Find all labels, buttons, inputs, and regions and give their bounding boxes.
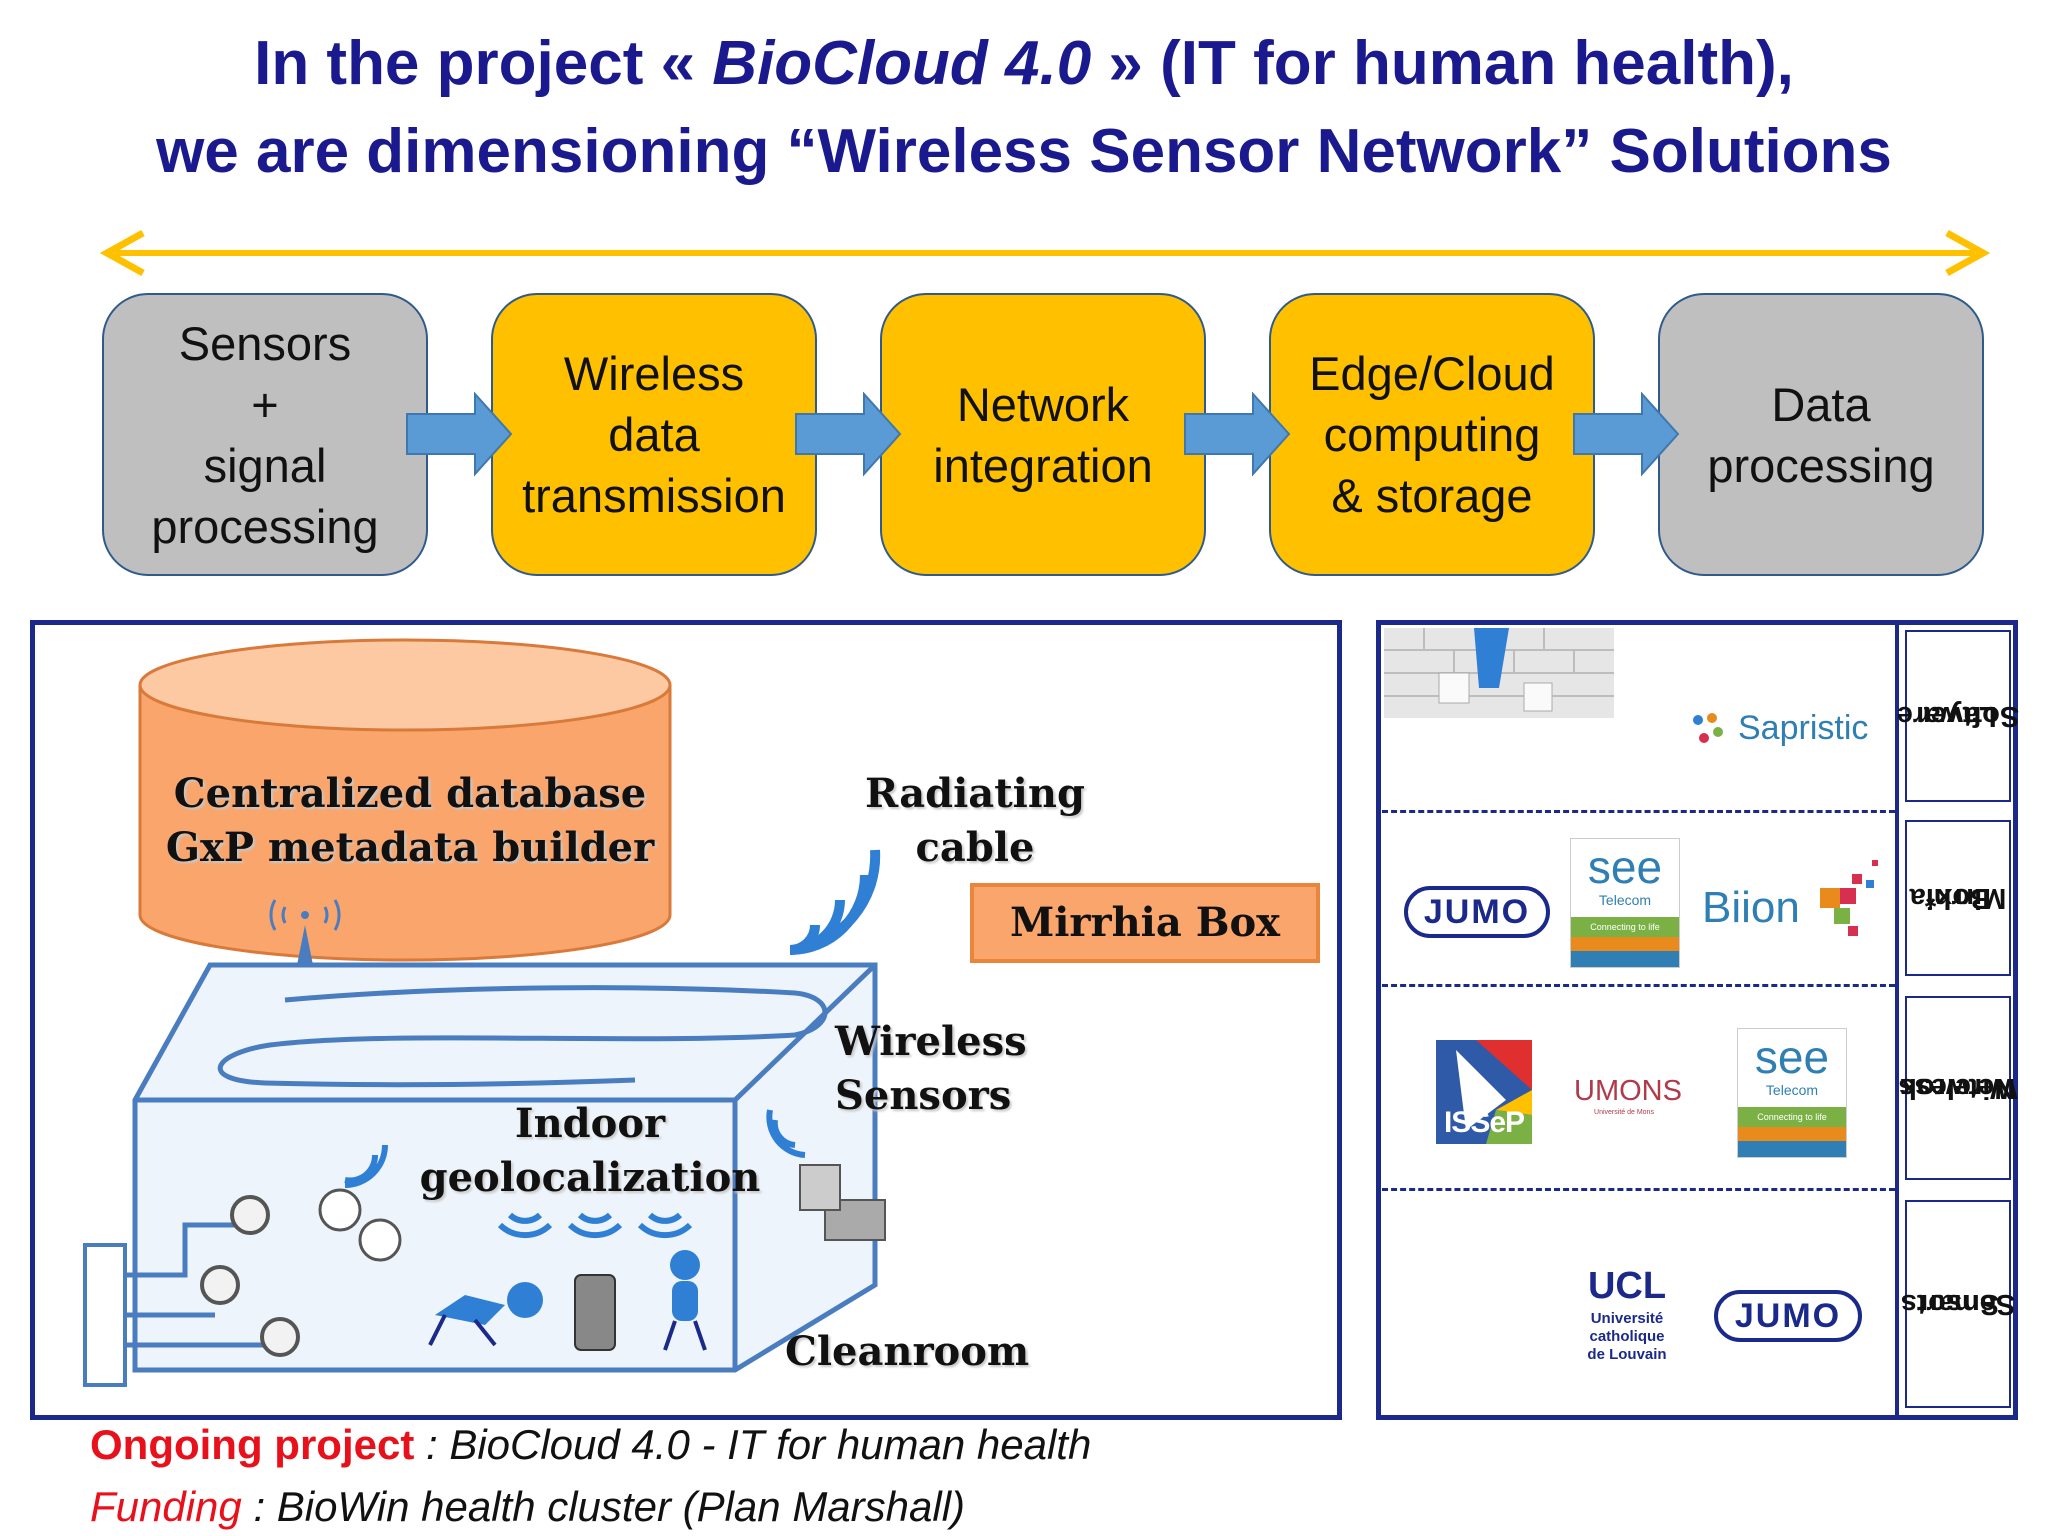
cleanroom-label: Cleanroom (785, 1328, 1030, 1375)
stage-edge-cloud: Edge/Cloud computing & storage (1269, 293, 1595, 576)
see-logo-tag: Connecting to life (1738, 1107, 1846, 1127)
stage-data-processing: Data processing (1658, 293, 1984, 576)
sapristic-logo: Sapristic (1738, 709, 1869, 747)
see-logo-text: see (1587, 841, 1663, 893)
layer-tab-text: Box* (1924, 882, 1992, 914)
umons-logo-sub: Université de Mons (1594, 1109, 1654, 1116)
indoor-geolocalization-label-line1: Indoor (514, 1100, 666, 1147)
ucl-logo-line: catholique (1589, 1328, 1665, 1345)
stage-text: + (251, 377, 279, 431)
wireless-sensors-label-line1: Wireless (835, 1018, 1027, 1065)
indoor-geolocalization-label-line2: geolocalization (419, 1154, 761, 1201)
stage-text: transmission (522, 469, 786, 522)
layer-separator (1382, 1188, 1895, 1191)
issep-logo-graphic (1456, 1040, 1532, 1144)
see-logo-stripe (1571, 951, 1679, 967)
see-logo-stripe (1738, 1127, 1846, 1141)
stage-wireless-transmission: Wireless data transmission (491, 293, 817, 576)
footer-ongoing-project: Ongoing project : BioCloud 4.0 - IT for … (90, 1420, 1091, 1470)
database-label-line1: Centralized database (173, 770, 647, 817)
jumo-logo: JUMO (1714, 1290, 1862, 1342)
see-telecom-logo: see Telecom Connecting to life (1737, 1028, 1847, 1158)
database-label-line2: GxP metadata builder (165, 824, 655, 871)
stage-text: Data (1771, 377, 1871, 431)
chain-arrow-icon (1184, 392, 1291, 477)
stage-network-integration: Network integration (880, 293, 1206, 576)
radiating-cable-label-line2: cable (915, 824, 1035, 871)
see-logo-tag: Connecting to life (1571, 917, 1679, 937)
stage-text: processing (151, 499, 379, 553)
title-line-1: In the project « BioCloud 4.0 » (IT for … (0, 20, 2048, 108)
see-logo-text: see (1754, 1031, 1830, 1083)
biion-logo-icon (1820, 860, 1878, 936)
issep-logo-text: ISSeP (1443, 1106, 1525, 1139)
cleanroom-illustration (83, 638, 886, 1387)
see-logo-stripe (1571, 937, 1679, 951)
jumo-logo: JUMO (1404, 886, 1550, 938)
stage-text: signal (203, 438, 327, 492)
chain-arrow-icon (1573, 392, 1680, 477)
layer-tab-text: Layer (1919, 700, 1997, 732)
stage-text: computing (1323, 408, 1541, 461)
see-telecom-logo: see Telecom Connecting to life (1570, 838, 1680, 968)
title-line-2: we are dimensioning “Wireless Sensor Net… (156, 117, 1892, 186)
issep-logo: ISSeP (1436, 1040, 1532, 1144)
stage-text: data (608, 408, 700, 461)
footer-funding-value: : BioWin health cluster (Plan Marshall) (241, 1483, 966, 1530)
footer-funding: Funding : BioWin health cluster (Plan Ma… (90, 1482, 965, 1532)
biion-logo: Biion (1702, 883, 1800, 932)
see-logo-stripe (1738, 1141, 1846, 1157)
stage-text: Wireless (563, 347, 745, 400)
value-chain-double-arrow (99, 229, 1991, 277)
footer-ongoing-label: Ongoing project (90, 1421, 415, 1468)
chain-arrow-icon (406, 392, 513, 477)
ucl-logo-text: Université catholique de Louvain (1582, 1310, 1672, 1364)
stage-text: Sensors (178, 316, 352, 370)
radiating-cable-label-line1: Radiating (865, 770, 1085, 817)
ucl-logo-line: de Louvain (1587, 1346, 1667, 1363)
stage-text: Network (956, 377, 1130, 431)
title-suffix: » (IT for human health), (1091, 29, 1794, 98)
umons-logo: UMONS (1574, 1075, 1682, 1107)
chain-arrow-icon (795, 392, 902, 477)
layer-separator (1382, 984, 1895, 987)
see-logo-sub: Telecom (1598, 892, 1652, 908)
sapristic-logo-icon (1693, 713, 1723, 743)
cleanroom-scene-panel: Centralized database GxP metadata builde… (30, 620, 1342, 1420)
footer-ongoing-value: : BioCloud 4.0 - IT for human health (414, 1421, 1092, 1468)
stage-text: integration (933, 438, 1153, 492)
title-prefix: In the project « (254, 29, 713, 98)
stage-text: & storage (1331, 469, 1533, 522)
ucl-logo: UCL (1587, 1265, 1667, 1307)
stage-text: processing (1707, 438, 1935, 492)
ucl-logo-line: Université (1590, 1310, 1664, 1327)
wireless-sensors-label-line2: Sensors (835, 1072, 1012, 1119)
brick-wall-illustration (1384, 628, 1614, 718)
footer-funding-label: Funding (90, 1483, 242, 1530)
partners-divider (1895, 625, 1899, 1415)
layer-tab-text: Netwrok (1900, 1072, 2016, 1104)
stage-sensors: Sensors + signal processing (102, 293, 428, 576)
see-logo-sub: Telecom (1765, 1082, 1819, 1098)
stage-text: Edge/Cloud (1309, 347, 1555, 400)
layer-tab-text: Sensors (1900, 1288, 2016, 1320)
title-project-name: BioCloud 4.0 (712, 29, 1092, 98)
mirrhia-box-label: Mirrhia Box (970, 883, 1320, 963)
layer-separator (1382, 810, 1895, 813)
